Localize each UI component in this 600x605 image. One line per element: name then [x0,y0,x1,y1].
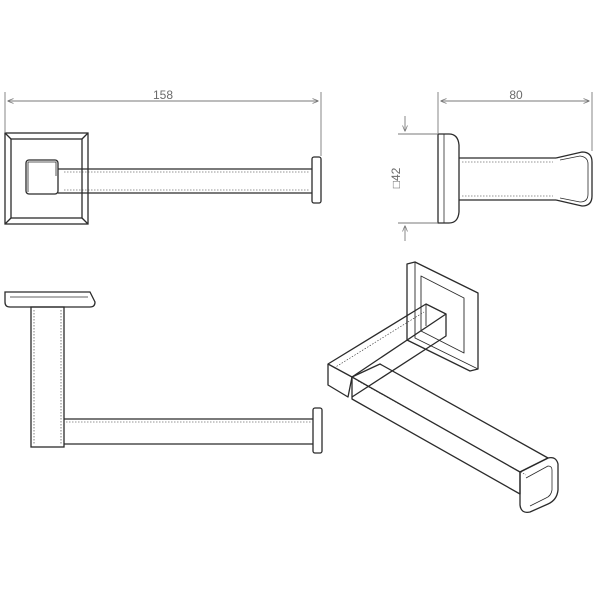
isometric-view [327,261,559,513]
width-dimension [4,92,322,156]
top-view-post [30,306,65,448]
front-view [4,132,322,225]
top-view-wall-plate [4,291,96,308]
side-view-end-cap [555,151,593,207]
top-view-end-cap [312,407,323,454]
front-view-wall-plate [4,132,89,225]
base-dimension [398,116,437,241]
iso-end-cap [519,456,559,513]
side-view-wall-plate [437,133,460,224]
top-view [4,291,323,454]
front-view-arm-section [25,159,59,195]
base-dimension-label: □42 [389,167,403,188]
front-view-wall-plate-bevel [10,138,83,219]
width-dimension-label: 158 [153,88,173,102]
side-view [437,133,593,224]
depth-dimension-label: 80 [509,88,523,102]
depth-dimension [437,92,593,151]
front-view-end-cap [311,156,322,204]
iso-arm-upper [327,303,447,378]
iso-arm-long [351,363,549,473]
